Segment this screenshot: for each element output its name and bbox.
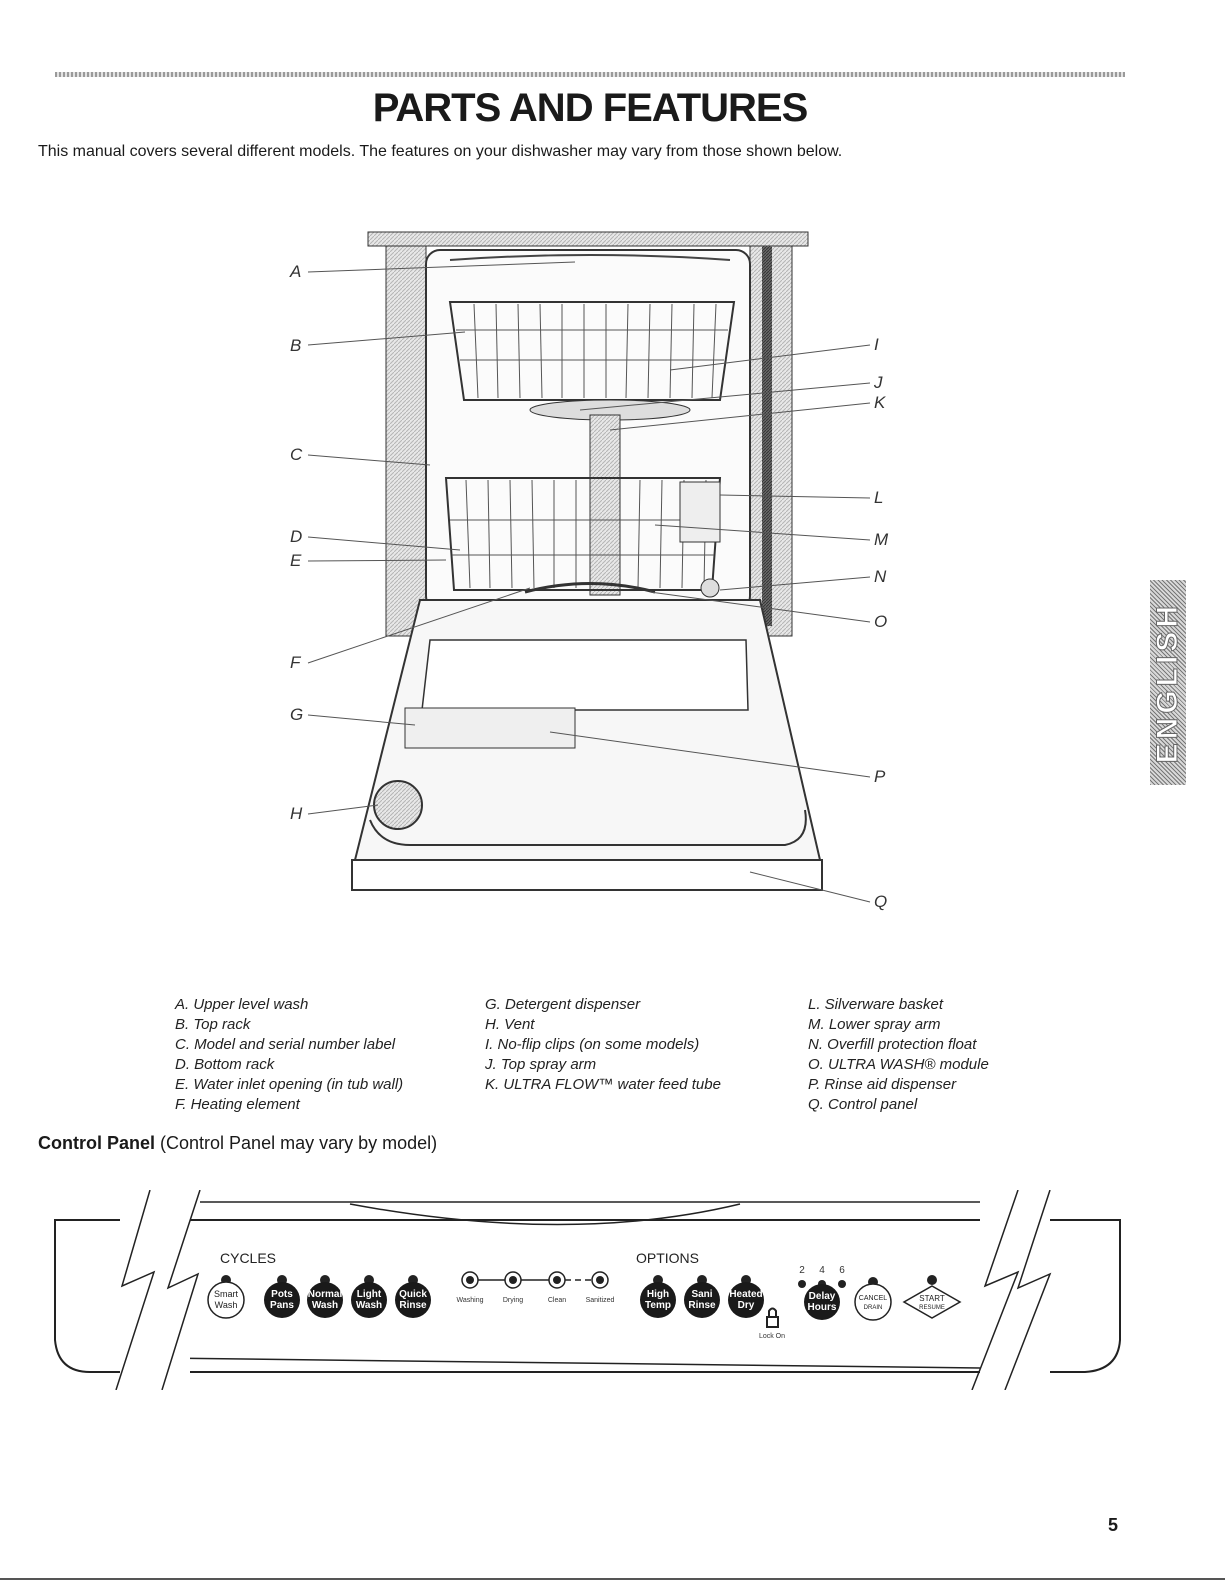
legend-item: B. Top rack xyxy=(175,1016,251,1033)
language-tab: ENGLISH xyxy=(1150,580,1186,785)
legend-column-3: L. Silverware basket M. Lower spray arm … xyxy=(808,995,989,1115)
cancel-drain-button[interactable]: CANCEL DRAIN xyxy=(854,1277,892,1321)
diagram-letter: J xyxy=(873,373,883,392)
button-label: Normal xyxy=(308,1289,343,1300)
legend-item: C. Model and serial number label xyxy=(175,1036,396,1053)
dishwasher-diagram: A B C D E F G H I J K L M N O P Q xyxy=(289,231,889,911)
button-label: CANCEL xyxy=(859,1295,888,1302)
diagram-letter: C xyxy=(290,445,303,464)
button-label: Heated xyxy=(729,1289,762,1300)
button-label: DRAIN xyxy=(864,1305,883,1311)
diagram-letter: A xyxy=(289,262,301,281)
button-label: Sani xyxy=(691,1289,712,1300)
legend-item: G. Detergent dispenser xyxy=(485,996,641,1013)
status-label: Clean xyxy=(548,1297,566,1304)
button-label: START xyxy=(919,1294,945,1303)
diagram-letter: Q xyxy=(874,892,887,911)
button-label: Dry xyxy=(738,1300,755,1311)
legend-item: N. Overfill protection float xyxy=(808,1036,977,1053)
cycles-label: CYCLES xyxy=(220,1250,276,1266)
option-button-high-temp[interactable]: High Temp xyxy=(640,1275,676,1318)
delay-number: 2 xyxy=(799,1265,805,1276)
cycle-button-light-wash[interactable]: Light Wash xyxy=(351,1275,387,1318)
diagram-letter: L xyxy=(874,488,883,507)
diagram-letter: B xyxy=(290,336,301,355)
top-rule xyxy=(55,72,1125,77)
legend-item: M. Lower spray arm xyxy=(808,1016,941,1033)
status-lights: Washing Drying Clean Sanitized xyxy=(457,1271,615,1304)
legend-column-2: G. Detergent dispenser H. Vent I. No-fli… xyxy=(485,995,721,1095)
diagram-letter: F xyxy=(290,653,302,672)
button-label: RESUME xyxy=(919,1305,945,1311)
delay-hours-button[interactable]: Delay Hours xyxy=(804,1284,840,1320)
status-label: Washing xyxy=(457,1297,484,1304)
option-button-heated-dry[interactable]: Heated Dry xyxy=(728,1275,764,1318)
legend-item: E. Water inlet opening (in tub wall) xyxy=(175,1076,404,1093)
bottom-rule xyxy=(0,1578,1225,1580)
legend-item: I. No-flip clips (on some models) xyxy=(485,1036,700,1053)
legend-item: F. Heating element xyxy=(175,1096,300,1113)
legend-item: K. ULTRA FLOW™ water feed tube xyxy=(485,1076,721,1093)
status-label: Sanitized xyxy=(586,1297,615,1304)
legend-item: D. Bottom rack xyxy=(175,1056,275,1073)
diagram-letter: I xyxy=(874,335,879,354)
button-label: Light xyxy=(357,1289,382,1300)
cycle-button-pots-pans[interactable]: Pots Pans xyxy=(264,1275,300,1318)
diagram-letter: P xyxy=(874,767,886,786)
control-panel-heading-bold: Control Panel xyxy=(38,1133,156,1153)
button-label: Hours xyxy=(808,1302,837,1313)
options-label: OPTIONS xyxy=(636,1250,699,1266)
start-resume-button[interactable]: START RESUME xyxy=(902,1275,962,1319)
option-button-sani-rinse[interactable]: Sani Rinse xyxy=(684,1275,720,1318)
status-label: Drying xyxy=(503,1297,523,1304)
diagram-letter: K xyxy=(874,393,886,412)
button-label: Delay xyxy=(809,1291,836,1302)
lock-label: Lock On xyxy=(759,1333,785,1340)
button-label: High xyxy=(647,1289,669,1300)
diagram-letter: H xyxy=(290,804,303,823)
cycle-button-normal-wash[interactable]: Normal Wash xyxy=(307,1275,343,1318)
button-label: Rinse xyxy=(688,1300,716,1311)
page-number: 5 xyxy=(1108,1515,1119,1535)
control-panel-heading: Control Panel (Control Panel may vary by… xyxy=(38,1133,437,1154)
diagram-letter: O xyxy=(874,612,887,631)
legend-item: J. Top spray arm xyxy=(485,1056,597,1073)
diagram-letter: M xyxy=(874,530,889,549)
button-label: Smart xyxy=(214,1289,239,1299)
diagram-letter: E xyxy=(290,551,302,570)
legend-item: O. ULTRA WASH® module xyxy=(808,1056,989,1073)
legend-item: A. Upper level wash xyxy=(175,996,309,1013)
diagram-letter: D xyxy=(290,527,302,546)
legend-column-1: A. Upper level wash B. Top rack C. Model… xyxy=(175,995,403,1115)
button-label: Temp xyxy=(645,1300,671,1311)
control-panel-heading-note: (Control Panel may vary by model) xyxy=(155,1133,438,1153)
button-label: Pans xyxy=(270,1300,294,1311)
legend-item: H. Vent xyxy=(485,1016,535,1033)
button-label: Rinse xyxy=(399,1300,427,1311)
legend-item: L. Silverware basket xyxy=(808,996,944,1013)
lock-icon xyxy=(766,1307,779,1328)
cycle-button-quick-rinse[interactable]: Quick Rinse xyxy=(395,1275,431,1318)
language-tab-label: ENGLISH xyxy=(1151,601,1185,764)
delay-number: 4 xyxy=(819,1265,825,1276)
button-label: Pots xyxy=(271,1289,293,1300)
button-label: Wash xyxy=(312,1300,338,1311)
button-label: Wash xyxy=(215,1300,238,1310)
cycle-button-smart-wash[interactable]: Smart Wash xyxy=(207,1275,245,1319)
intro-text: This manual covers several different mod… xyxy=(38,143,843,160)
legend-item: P. Rinse aid dispenser xyxy=(808,1076,957,1093)
diagram-letter: N xyxy=(874,567,887,586)
page-title: PARTS AND FEATURES xyxy=(372,86,809,130)
diagram-letter: G xyxy=(290,705,303,724)
control-panel-illustration: CYCLES OPTIONS Smart Wash Pots Pans Norm… xyxy=(54,1190,1121,1390)
button-label: Quick xyxy=(399,1289,427,1300)
button-label: Wash xyxy=(356,1300,382,1311)
legend-item: Q. Control panel xyxy=(808,1096,918,1113)
delay-number: 6 xyxy=(839,1265,845,1276)
